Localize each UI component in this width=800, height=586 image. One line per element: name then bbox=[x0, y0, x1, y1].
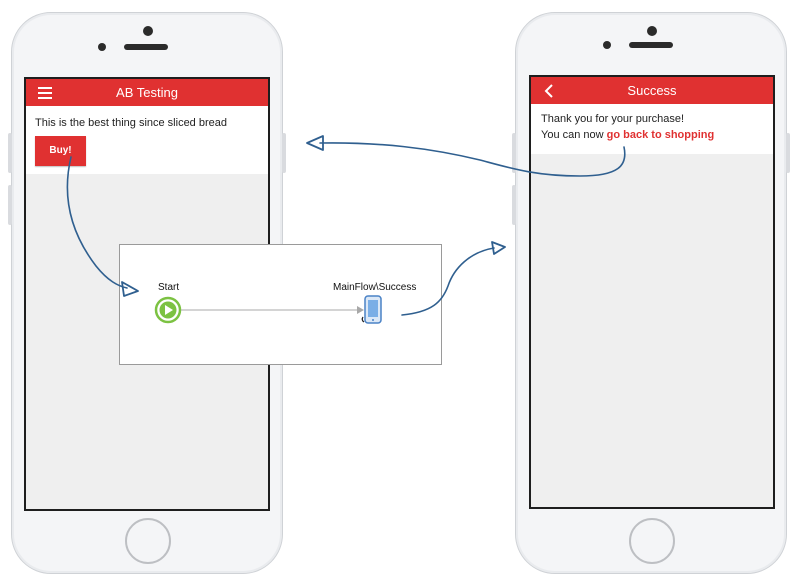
continue-line: You can now go back to shopping bbox=[541, 129, 714, 141]
arrow-buy-to-start bbox=[66, 156, 139, 297]
home-button[interactable] bbox=[125, 518, 171, 564]
end-node-label: MainFlow\Success bbox=[333, 282, 417, 293]
play-icon[interactable] bbox=[154, 296, 182, 324]
page-title: AB Testing bbox=[116, 85, 178, 100]
app-header: Success bbox=[531, 77, 773, 104]
phone-power-button bbox=[282, 133, 286, 173]
phone-speaker bbox=[629, 42, 673, 48]
back-chevron-icon[interactable] bbox=[544, 84, 554, 98]
phone-side-button bbox=[512, 185, 516, 225]
right-phone-frame: Success Thank you for your purchase! You… bbox=[512, 12, 790, 574]
menu-icon[interactable] bbox=[38, 87, 52, 99]
thanks-text: Thank you for your purchase! bbox=[541, 113, 685, 125]
content-card: Thank you for your purchase! You can now… bbox=[531, 104, 773, 154]
continue-text: You can now bbox=[541, 129, 607, 141]
tagline-text: This is the best thing since sliced brea… bbox=[35, 117, 227, 129]
flow-diagram: Start MainFlow\Success bbox=[119, 244, 442, 365]
arrow-shopping-to-left-phone bbox=[306, 135, 626, 177]
phone-side-button bbox=[512, 133, 516, 173]
flow-connector bbox=[181, 306, 364, 314]
phone-sensor bbox=[98, 43, 106, 51]
flow-canvas bbox=[154, 295, 382, 324]
content-card: This is the best thing since sliced brea… bbox=[26, 106, 268, 174]
right-phone-screen: Success Thank you for your purchase! You… bbox=[529, 75, 775, 509]
phone-side-button bbox=[8, 133, 12, 173]
start-node-label: Start bbox=[158, 282, 180, 293]
phone-side-button bbox=[8, 185, 12, 225]
phone-speaker bbox=[124, 44, 168, 50]
phone-camera bbox=[647, 26, 657, 36]
home-button[interactable] bbox=[629, 518, 675, 564]
page-title: Success bbox=[627, 83, 677, 98]
phone-sensor bbox=[603, 41, 611, 49]
phone-power-button bbox=[786, 133, 790, 173]
phone-camera bbox=[143, 26, 153, 36]
buy-button[interactable]: Buy! bbox=[35, 136, 86, 166]
arrow-success-to-right-phone bbox=[401, 241, 506, 316]
app-header: AB Testing bbox=[26, 79, 268, 106]
mobile-screen-icon[interactable] bbox=[361, 295, 382, 324]
go-back-to-shopping-link[interactable]: go back to shopping bbox=[606, 129, 715, 141]
